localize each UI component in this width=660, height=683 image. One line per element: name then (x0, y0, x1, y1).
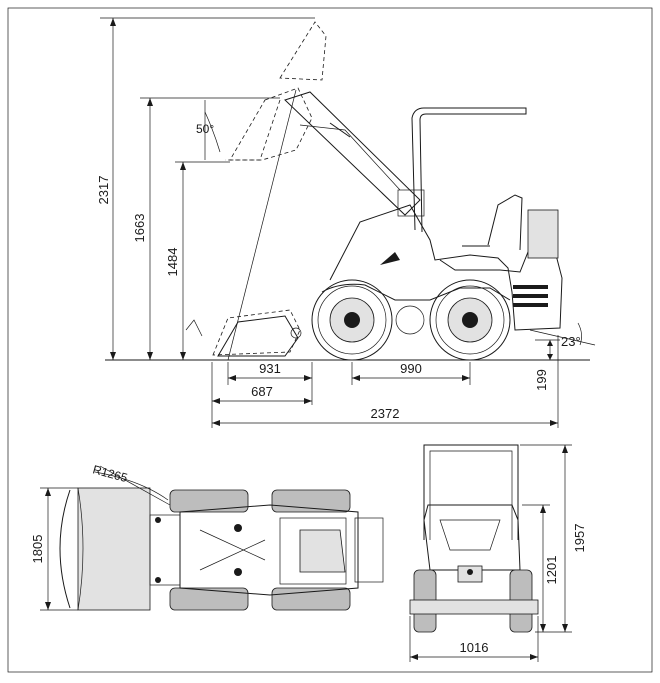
dim-departure-angle-label: 23° (561, 334, 581, 349)
dim-bucket-width-label: 1805 (30, 535, 45, 564)
drawing-border (7, 7, 653, 673)
top-bucket (77, 487, 151, 611)
dim-front-overhang-label: 687 (251, 384, 273, 399)
side-view: 2317 1663 1484 50° (96, 17, 596, 428)
dim-wheelbase: 990 (351, 361, 471, 385)
dim-ground-clearance: 199 (534, 339, 560, 391)
front-view: 1957 1201 1016 (409, 444, 587, 662)
dim-dump-angle: 50° (196, 100, 221, 160)
dim-dump-angle-label: 50° (196, 122, 214, 136)
dim-pin-height: 1484 (165, 161, 230, 360)
dim-total-length-label: 2372 (371, 406, 400, 421)
boom-arm (284, 91, 425, 217)
front-wheel (311, 279, 393, 361)
seat (487, 194, 523, 251)
dim-bucket-reach-label: 931 (259, 361, 281, 376)
roll-bar (411, 107, 527, 233)
engine-hood (527, 209, 559, 259)
dim-front-overhang: 687 (211, 362, 312, 428)
dim-cab-height-label: 1201 (544, 556, 559, 585)
front-bucket (409, 599, 539, 615)
dim-bucket-reach: 931 (227, 361, 313, 405)
dim-track-width-label: 1016 (460, 640, 489, 655)
top-wheel-fl (169, 489, 249, 513)
dim-ground-clearance-label: 199 (534, 369, 549, 391)
dim-dump-height: 1663 (132, 97, 280, 360)
dim-dump-height-label: 1663 (132, 214, 147, 243)
dim-wheelbase-label: 990 (400, 361, 422, 376)
dim-max-height: 2317 (96, 17, 315, 360)
lowered-bucket (185, 309, 302, 357)
dim-turning-radius-label: R1265 (91, 462, 129, 485)
dim-pin-height-label: 1484 (165, 248, 180, 277)
dim-departure-angle: 23° (529, 322, 596, 349)
rear-wheel (429, 279, 511, 361)
raised-bucket-outline (225, 21, 327, 361)
loader-body (321, 194, 563, 335)
dim-total-height-label: 1957 (572, 524, 587, 553)
top-wheel-rl (169, 587, 249, 611)
top-view: R1265 1805 (30, 462, 384, 611)
dim-max-height-label: 2317 (96, 176, 111, 205)
dim-total-length: 2372 (212, 335, 559, 428)
